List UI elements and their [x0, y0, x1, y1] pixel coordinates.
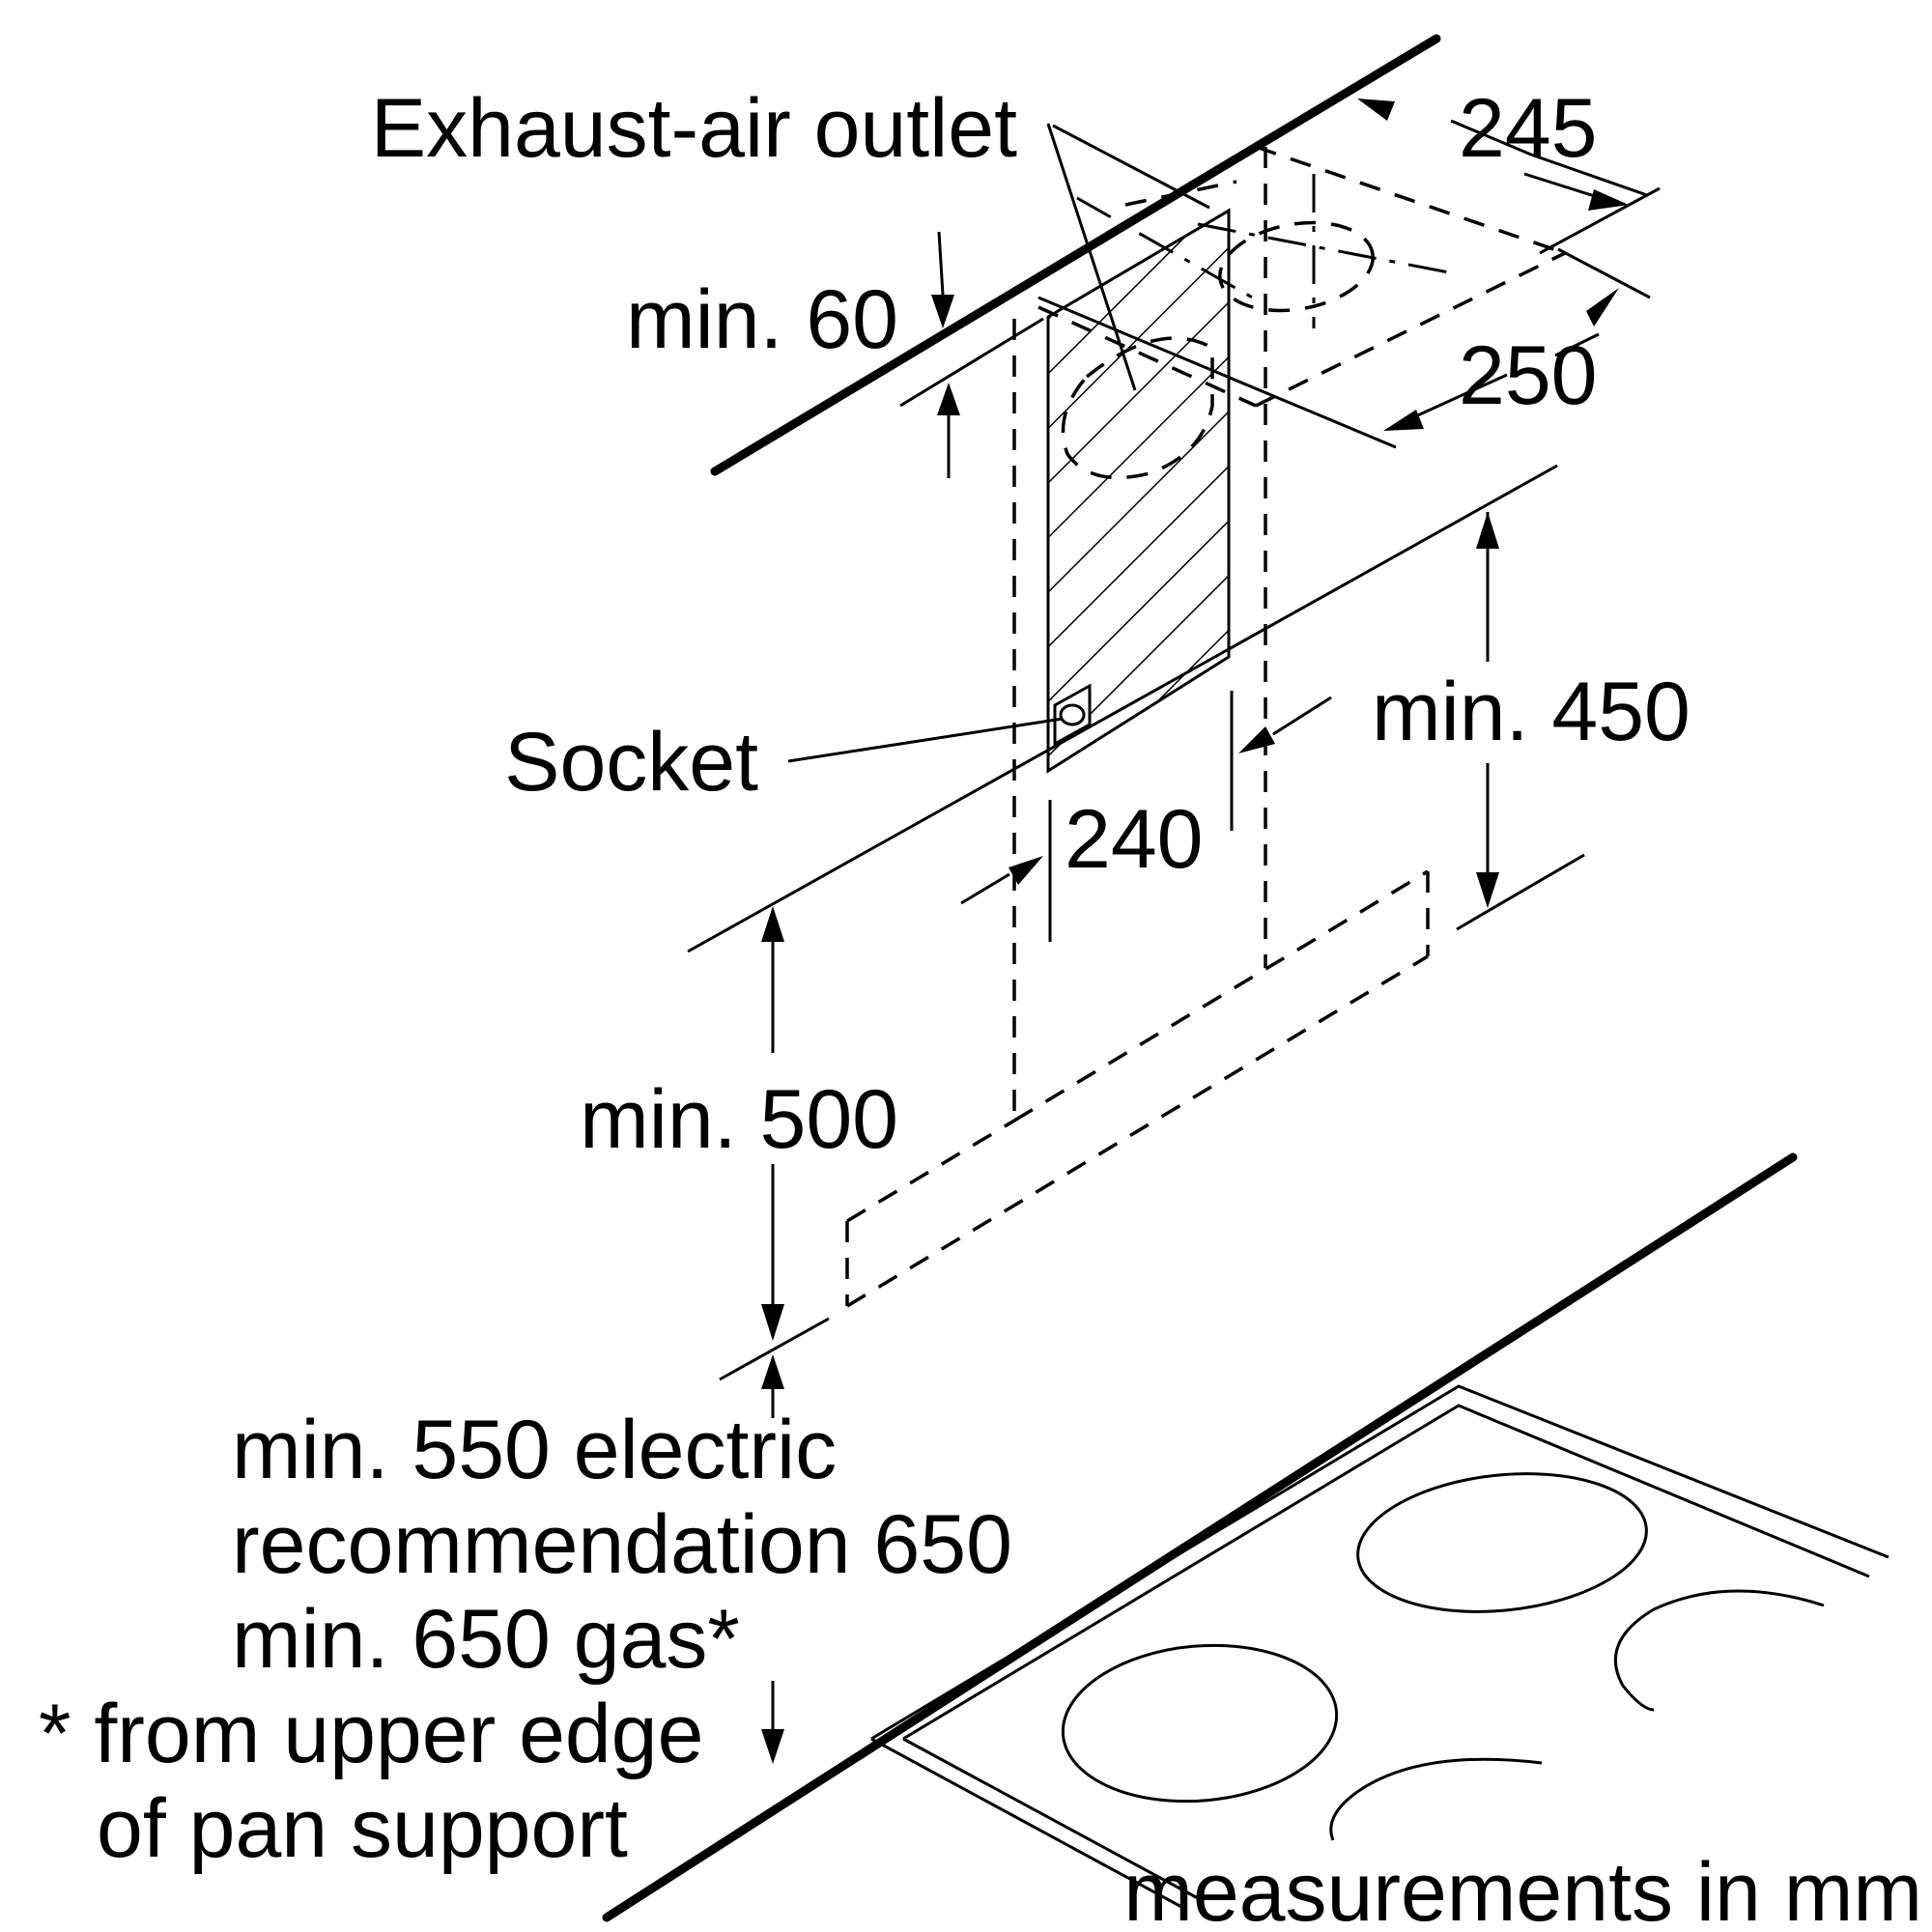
burner-ring	[1356, 1472, 1648, 1613]
label-exhaust-air-outlet: Exhaust-air outlet	[371, 82, 1017, 175]
exhaust-air-leader	[1046, 123, 1210, 391]
label-socket: Socket	[504, 716, 758, 809]
footnote-line-1: * from upper edge	[39, 1688, 703, 1780]
socket-leader	[787, 717, 1064, 763]
hatched-installation-zone	[1046, 208, 1231, 774]
dim-min-450	[1456, 512, 1585, 931]
hood-outline-dashed	[845, 147, 1430, 1308]
dim-250	[1383, 247, 1651, 431]
label-245: 245	[1459, 82, 1598, 175]
ceiling-outlet-outline	[1037, 145, 1566, 449]
label-250: 250	[1459, 329, 1598, 422]
label-min-60: min. 60	[626, 273, 898, 366]
burner-ring	[1329, 1757, 1543, 1841]
wall-reference-line	[687, 464, 1558, 953]
dim-245	[1357, 99, 1661, 255]
dim-min-60	[899, 231, 1044, 478]
burner-ring	[1061, 1643, 1339, 1804]
units-note: measurements in mm	[1123, 1846, 1922, 1932]
dim-240	[960, 691, 1332, 942]
label-240: 240	[1065, 793, 1204, 886]
label-recommendation-650: recommendation 650	[232, 1498, 1012, 1591]
socket-symbol	[1053, 683, 1092, 747]
dim-cooktop-clearance	[761, 1681, 784, 1764]
label-min-500: min. 500	[580, 1073, 898, 1166]
burner-ring	[1613, 1589, 1825, 1712]
duct-outline-dashed	[1061, 336, 1214, 480]
footnote-line-2: of pan support	[97, 1782, 628, 1875]
label-min-450: min. 450	[1372, 666, 1690, 758]
label-min-550-electric: min. 550 electric	[232, 1404, 837, 1496]
label-min-650-gas: min. 650 gas*	[232, 1593, 740, 1686]
dim-min-500	[719, 906, 830, 1418]
cooktop-outline	[602, 1152, 1889, 1922]
ceiling-line	[710, 34, 1441, 476]
